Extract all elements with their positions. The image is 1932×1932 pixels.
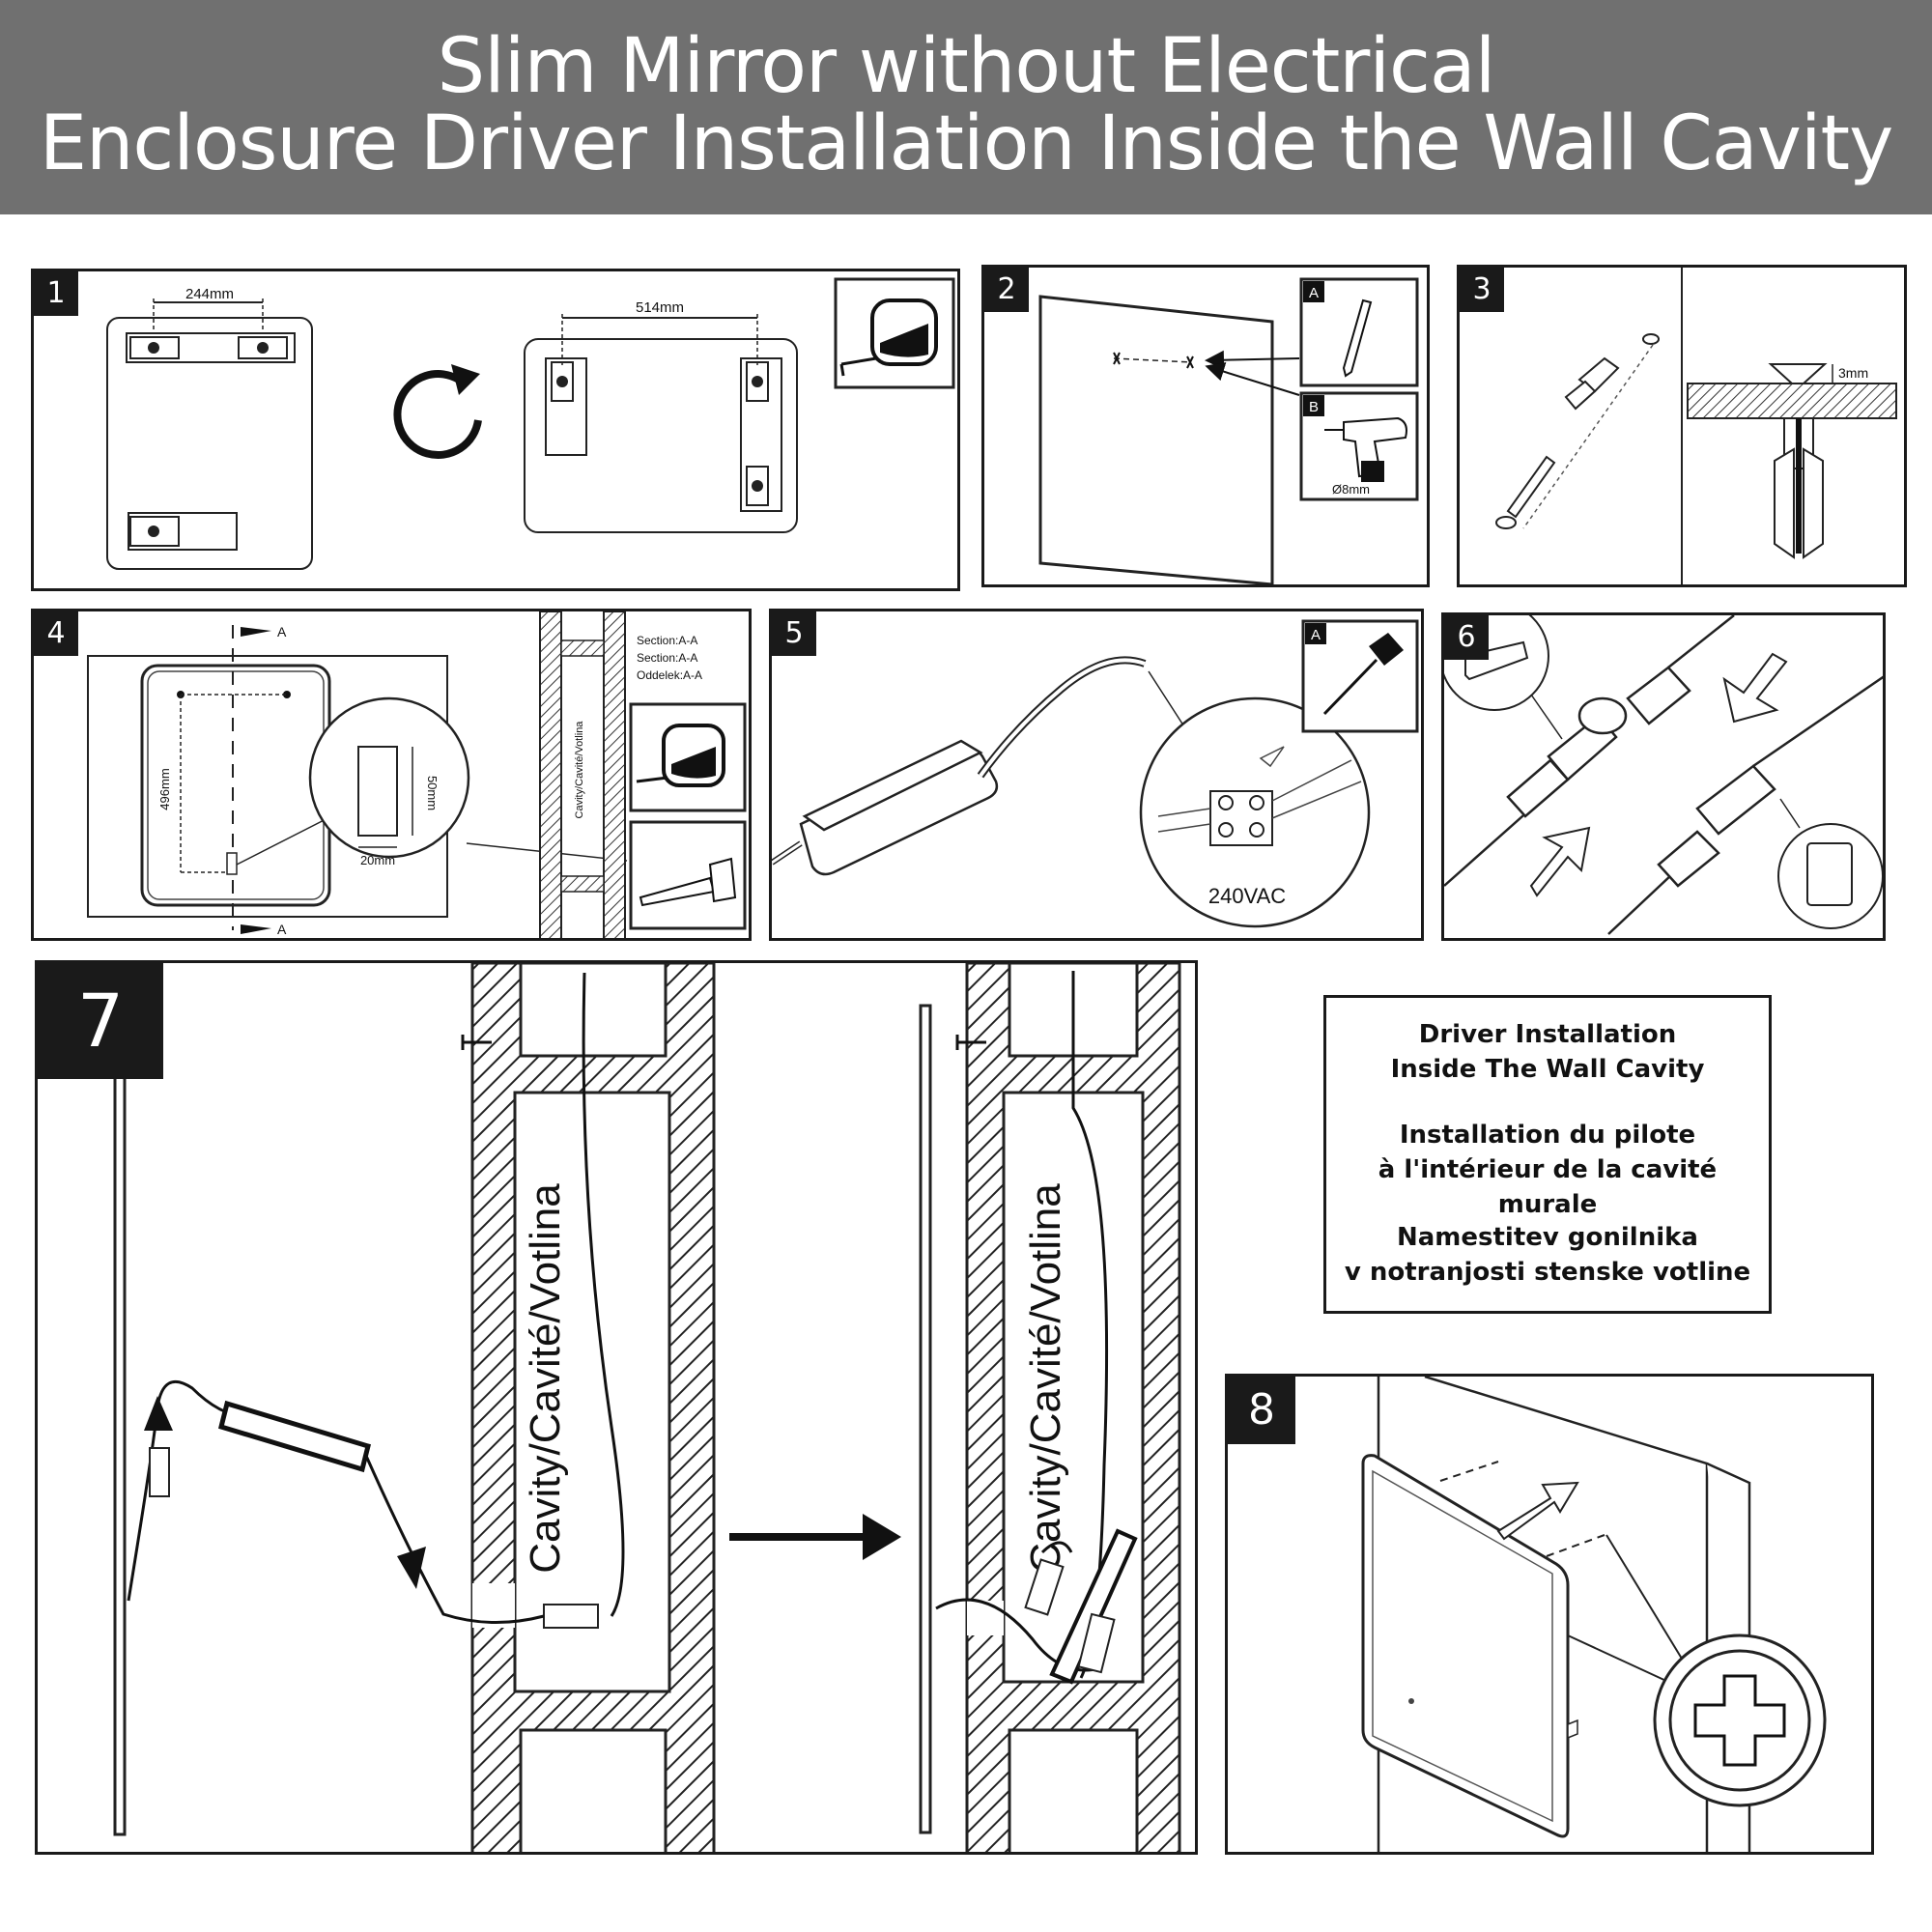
connector-joined-icon — [1607, 675, 1883, 935]
step-number-badge: 8 — [1228, 1377, 1295, 1444]
tape-measure-icon — [629, 702, 747, 812]
step-number-badge: 2 — [984, 268, 1029, 312]
title-banner: Slim Mirror without Electrical Enclosure… — [0, 0, 1932, 214]
anchor-expanded-icon — [1774, 417, 1824, 559]
note-sl-line-1: Namestitev gonilnika — [1397, 1223, 1698, 1252]
label-a: A — [1311, 627, 1321, 643]
section-line-1: Section:A-A — [637, 634, 697, 647]
step-number-badge: 4 — [34, 611, 78, 656]
dimension-244: 244mm — [185, 286, 234, 302]
drill-size: Ø8mm — [1332, 482, 1370, 497]
note-fr-line-2: à l'intérieur de la cavité murale — [1378, 1155, 1718, 1219]
section-line-3: Oddelek:A-A — [637, 668, 702, 682]
step-4-panel: 4 A A 496mm 50mm 20mm Cavity/Cavité/Votl… — [31, 609, 752, 941]
mirror-back-landscape — [524, 338, 798, 533]
screwdriver-icon — [1322, 633, 1404, 716]
step-number-badge: 5 — [772, 611, 816, 656]
saw-icon — [629, 820, 747, 930]
connector-female-icon — [1626, 615, 1735, 725]
hole-width: 20mm — [360, 853, 395, 867]
note-sl-line-2: v notranjosti stenske votline — [1344, 1258, 1751, 1287]
driver-installation-note: Driver Installation Inside The Wall Cavi… — [1323, 995, 1772, 1314]
step-1-panel: 1 244mm — [31, 269, 960, 591]
step-2-panel: 2 A B Ø8mm — [981, 265, 1430, 587]
note-en-line-1: Driver Installation — [1418, 1020, 1677, 1049]
connector-male-icon — [1444, 696, 1628, 887]
step-5-panel: 5 240VAC A — [769, 609, 1424, 941]
cavity-label-left: Cavity/Cavité/Votlina — [522, 1183, 569, 1574]
rotate-icon — [393, 370, 482, 460]
step-7-panel: 7 Cavity/Cavité/Votlina Cavity/Cavité/Vo… — [35, 960, 1198, 1855]
step-number-badge: 7 — [38, 963, 163, 1079]
wall-plug-icon — [1564, 333, 1660, 411]
step-6-panel: 6 — [1441, 612, 1886, 941]
step-3-panel: 3 3mm — [1457, 265, 1907, 587]
mirror-panel — [1361, 1454, 1570, 1838]
voltage-label: 240VAC — [1208, 884, 1286, 908]
section-line-2: Section:A-A — [637, 651, 697, 665]
section-marker-top: A — [277, 624, 287, 639]
title-line-2: Enclosure Driver Installation Inside the… — [39, 100, 1894, 187]
height-dimension: 496mm — [157, 768, 172, 810]
step-8-panel: 8 — [1225, 1374, 1874, 1855]
tape-measure-icon — [834, 277, 955, 389]
terminal-block-icon — [1209, 790, 1273, 846]
pencil-icon — [1342, 298, 1373, 378]
mirror-back-portrait — [106, 317, 313, 570]
cavity-label-small: Cavity/Cavité/Votlina — [574, 721, 585, 819]
title-line-1: Slim Mirror without Electrical — [437, 23, 1496, 110]
screw-icon — [1495, 455, 1556, 529]
section-marker-bottom: A — [277, 922, 287, 937]
wall-panel — [1038, 295, 1274, 584]
label-b: B — [1309, 399, 1319, 415]
label-a: A — [1309, 285, 1319, 301]
note-en-line-2: Inside The Wall Cavity — [1390, 1055, 1705, 1084]
depth-dimension: 3mm — [1838, 365, 1868, 381]
step-number-badge: 1 — [34, 271, 78, 316]
hole-height: 50mm — [425, 776, 440, 810]
drill-icon — [1324, 416, 1407, 482]
dimension-514: 514mm — [636, 299, 684, 316]
cavity-label-right: Cavity/Cavité/Votlina — [1022, 1183, 1069, 1574]
step-number-badge: 3 — [1460, 268, 1504, 312]
led-driver-box — [799, 739, 999, 876]
step-number-badge: 6 — [1444, 615, 1489, 660]
note-fr-line-1: Installation du pilote — [1399, 1121, 1696, 1150]
